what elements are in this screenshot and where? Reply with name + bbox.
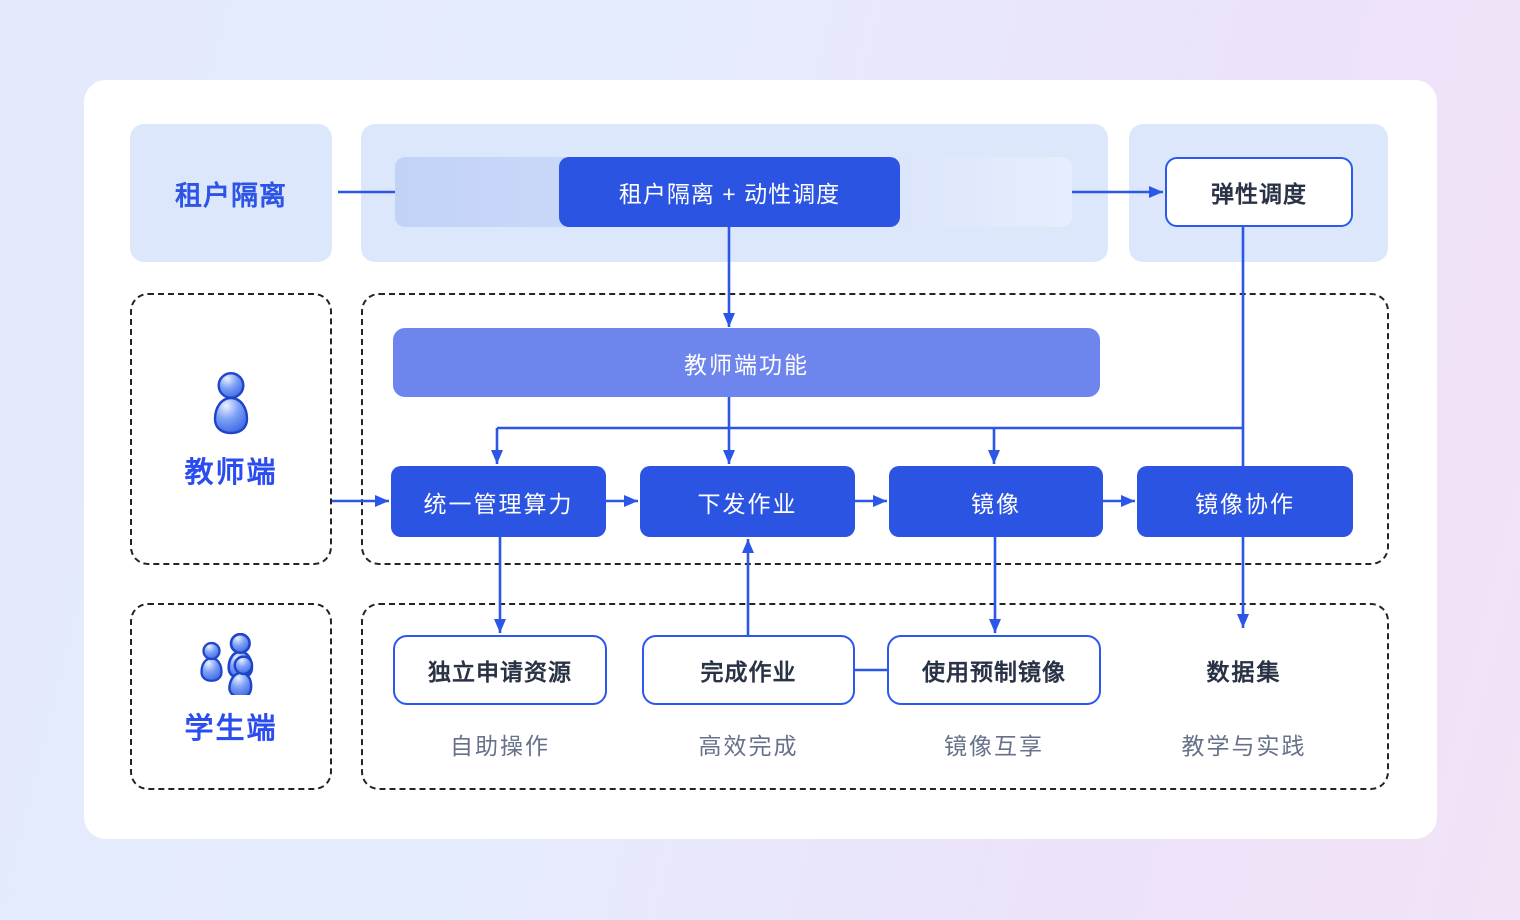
caption-teaching-practice-label: 教学与实践 [1181,733,1307,759]
button-image-collab: 镜像协作 [1137,466,1353,537]
box-request-resources-label: 独立申请资源 [428,659,572,685]
teacher-functions-bar: 教师端功能 [393,328,1100,397]
button-image-collab-label: 镜像协作 [1195,490,1295,517]
group-icon [194,633,268,695]
button-image-label: 镜像 [971,490,1021,517]
teacher-side-label: 教师端 [130,450,332,490]
box-request-resources: 独立申请资源 [393,635,607,705]
teacher-side-panel [130,293,332,565]
teacher-functions-label: 教师端功能 [684,351,809,378]
elastic-scheduling-box: 弹性调度 [1165,157,1353,227]
dataset-text: 数据集 [1144,635,1344,705]
caption-self-service: 自助操作 [393,726,607,762]
caption-efficient: 高效完成 [642,726,855,762]
elastic-scheduling-label: 弹性调度 [1211,181,1307,207]
tenant-scheduling-label: 租户隔离 + 动性调度 [618,181,841,207]
student-side-text: 学生端 [184,713,278,745]
box-use-prebuilt-image: 使用预制镜像 [887,635,1101,705]
button-assign-homework: 下发作业 [640,466,855,537]
tenant-scheduling-button: 租户隔离 + 动性调度 [559,157,900,227]
student-side-panel [130,603,332,790]
student-outcomes-panel [361,603,1389,790]
tile-tenant-isolation: 租户隔离 [130,124,332,262]
student-side-label: 学生端 [130,706,332,746]
caption-teaching-practice: 教学与实践 [1144,726,1344,762]
box-use-prebuilt-image-label: 使用预制镜像 [922,659,1066,685]
teacher-side-text: 教师端 [184,457,278,489]
dataset-label: 数据集 [1206,659,1282,685]
button-assign-homework-label: 下发作业 [697,490,798,517]
caption-image-sharing: 镜像互享 [887,726,1101,762]
box-finish-homework: 完成作业 [642,635,855,705]
teacher-functions-panel [361,293,1389,565]
button-manage-compute-label: 统一管理算力 [423,490,574,517]
button-manage-compute: 统一管理算力 [391,466,606,537]
caption-image-sharing-label: 镜像互享 [944,733,1044,759]
box-finish-homework-label: 完成作业 [700,659,797,685]
caption-efficient-label: 高效完成 [698,733,799,759]
person-icon [203,370,259,436]
tenant-isolation-label: 租户隔离 [175,180,287,211]
caption-self-service-label: 自助操作 [450,733,550,759]
button-image: 镜像 [889,466,1103,537]
